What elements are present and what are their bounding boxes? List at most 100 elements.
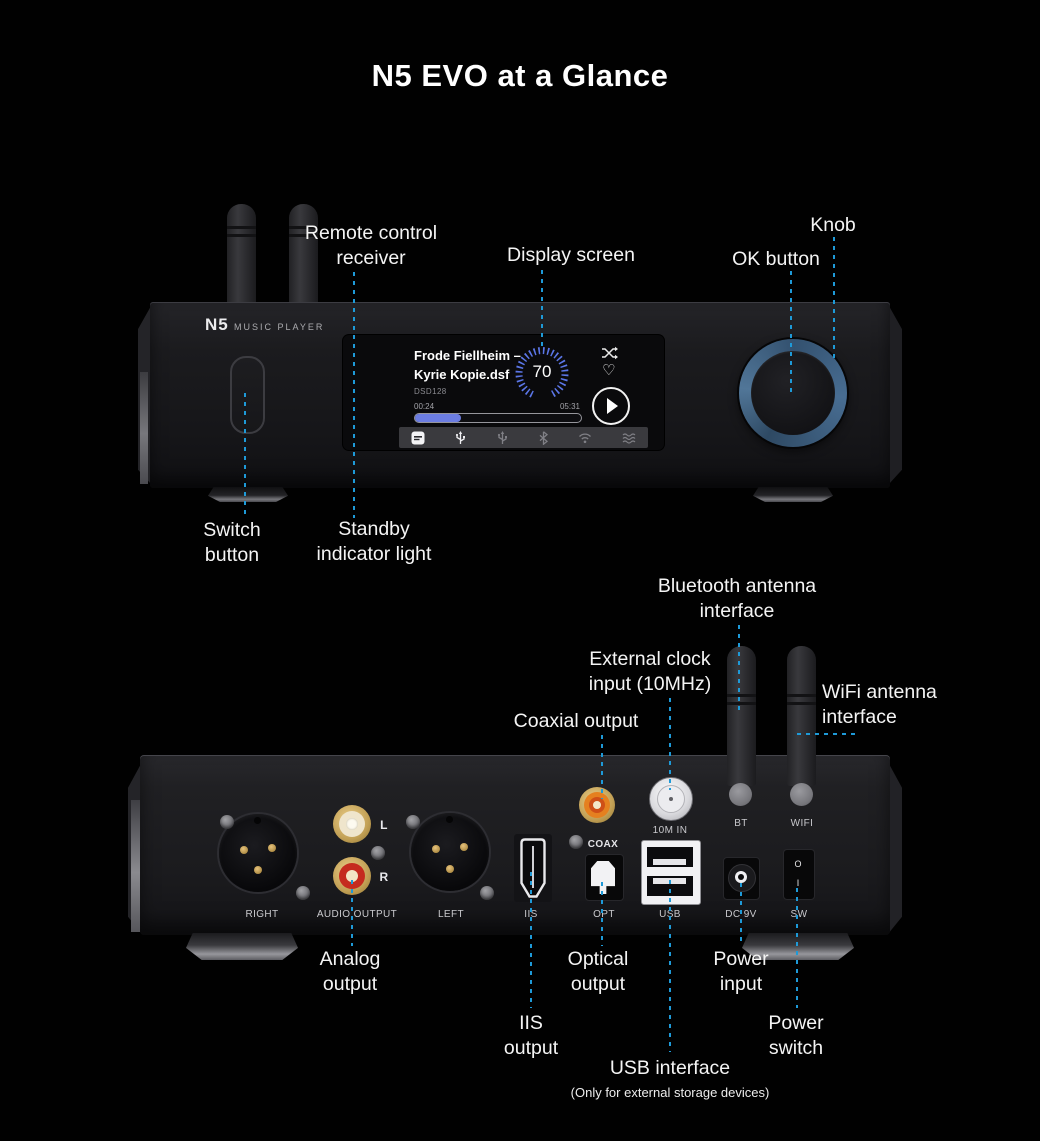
leader-analog-output [351,880,353,946]
rear-left-trim [131,800,140,932]
wifi-icon [578,432,592,444]
leader-clock-input [669,698,671,790]
streaming-icon [621,432,636,444]
leader-power-switch [796,888,798,1008]
front-foot-left [208,487,288,502]
leader-optical-output [601,882,603,946]
sw-port-label: SW [790,909,808,920]
power-switch-rocker [783,849,815,900]
front-foot-right [753,487,833,502]
track-title: Frode Fiellheim – Kyrie Kopie.dsf [414,348,521,382]
coax-center [593,801,601,809]
bluetooth-antenna [727,646,756,786]
iis-hdmi-port [520,838,546,898]
screw [220,815,234,829]
volume-gauge [512,343,572,403]
shuffle-icon [601,346,618,360]
xlr-left-output [411,813,489,891]
bluetooth-icon [538,430,549,445]
left-port-label: LEFT [437,909,465,920]
switch-on-glyph: I [796,878,800,888]
front-right-side-cap [889,306,902,484]
rear-antenna-seen-from-front-1 [227,204,256,316]
rca-right-center [346,870,358,882]
format-badge: DSD128 [414,387,447,396]
usb-active-icon [454,430,467,445]
progress-bar [414,413,582,423]
brand-subtitle: MUSIC PLAYER [234,322,325,332]
leader-knob [833,237,835,363]
page-title: N5 EVO at a Glance [371,58,669,93]
wifi-antenna-mount [790,783,813,806]
audio-output-label: AUDIO OUTPUT [316,909,398,920]
time-total: 05:31 [559,402,580,411]
favorite-heart-icon: ♡ [602,362,616,379]
volume-value: 70 [532,362,552,381]
clock-input-jack [649,777,693,821]
usb-icon [496,430,509,445]
leader-coax-output [601,735,603,799]
coax-label: COAX [587,839,619,850]
switch-off-glyph: O [794,859,802,869]
screw [480,886,494,900]
progress-fill [415,414,462,422]
bt-antenna-mount [729,783,752,806]
time-elapsed: 00:24 [414,402,435,411]
rear-right-side-cap [888,762,902,934]
volume-knob [739,339,847,447]
brand-logo: N5 [205,315,229,334]
xlr-right-output [219,814,297,892]
status-icon-bar [399,427,648,448]
wifi-port-label: WIFI [790,818,814,829]
play-button [592,387,630,425]
leader-wifi-antenna [797,733,856,735]
leader-iis-output [530,872,532,1008]
wifi-antenna [787,646,816,786]
leader-switch-button [244,393,246,518]
leader-remote-standby [353,272,355,518]
screw [406,815,420,829]
front-left-trim [140,372,148,484]
screw [569,835,583,849]
callout-display-screen: Display screen [507,244,635,266]
clock-port-label: 10M IN [652,825,688,836]
opt-port-label: OPT [593,909,615,920]
rca-left-center [346,818,358,830]
screw [296,886,310,900]
rca-right-label: R [379,870,389,884]
usb-note: (Only for external storage devices) [570,1084,770,1100]
usb-ports [641,840,701,905]
leader-display-screen [541,270,543,348]
dc-jack-pinhole [738,874,744,880]
rear-foot-left [186,933,298,960]
rca-left-label: L [380,818,388,832]
screw [371,846,385,860]
play-icon [607,398,618,414]
leader-usb-interface [669,880,671,1052]
rear-antenna-seen-from-front-2 [289,204,318,316]
switch-button [230,356,265,434]
ok-button [751,351,835,435]
leader-bt-antenna [738,625,740,711]
callout-knob: Knob [810,214,856,236]
callout-ok-button: OK button [732,248,820,270]
right-port-label: RIGHT [245,909,279,920]
callout-coaxial-output: Coaxial output [513,710,639,732]
dsd-badge-icon [411,431,425,445]
leader-ok-button [790,271,792,395]
leader-power-input [740,883,742,946]
rear-foot-right [742,933,854,960]
bt-port-label: BT [734,818,748,829]
